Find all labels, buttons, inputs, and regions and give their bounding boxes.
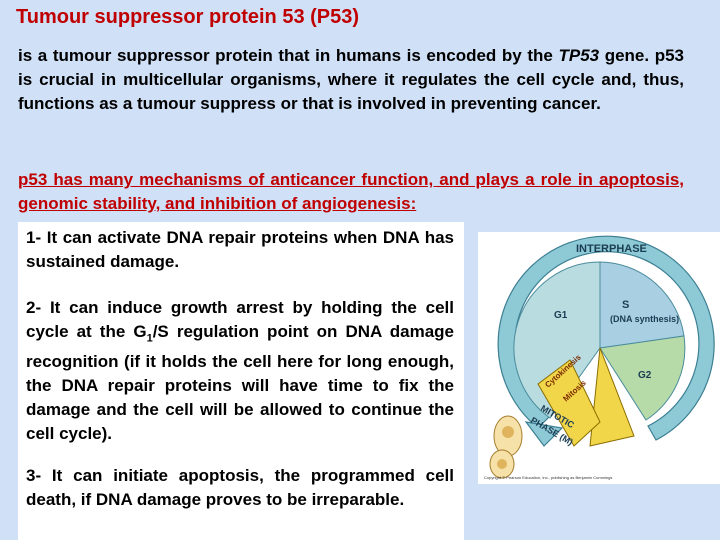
cell-cycle-figure: INTERPHASE G1 S (DNA synthesis) G2 Cytok…: [478, 232, 720, 484]
g2-label: G2: [638, 370, 652, 381]
point-2: 2- It can induce growth arrest by holdin…: [26, 296, 454, 446]
intro-text-1: is a tumour suppressor protein that in h…: [18, 46, 559, 65]
interphase-arrowhead: [524, 421, 564, 447]
s-wedge: [599, 261, 685, 349]
s-sublabel: (DNA synthesis): [610, 314, 679, 324]
intro-paragraph: is a tumour suppressor protein that in h…: [18, 44, 684, 116]
g2-wedge: [599, 335, 686, 421]
points-box: 1- It can activate DNA repair proteins w…: [18, 222, 464, 540]
mitotic-band: [537, 359, 601, 447]
point-2-text-b: /S regulation point on DNA damage recogn…: [26, 322, 454, 444]
copyright-note: Copyright © Pearson Education, Inc., pub…: [484, 475, 612, 480]
cell-cycle-diagram: INTERPHASE G1 S (DNA synthesis) G2 Cytok…: [484, 235, 715, 480]
point-2-subscript: 1: [146, 332, 153, 345]
interphase-label: INTERPHASE: [576, 243, 647, 255]
mechanisms-note: p53 has many mechanisms of anticancer fu…: [18, 170, 684, 213]
point-2-text-a: 2- It can induce growth arrest by holdin…: [26, 298, 454, 341]
interphase-arrow: [497, 235, 715, 441]
intro-text-2: gene. p53 is crucial in multicellular or…: [18, 46, 685, 113]
gene-name: TP53: [558, 46, 600, 65]
point-1: 1- It can activate DNA repair proteins w…: [26, 228, 454, 271]
mitotic-wedge: [589, 347, 635, 447]
g1-label: G1: [554, 310, 568, 321]
g1-wedge: [513, 261, 601, 419]
nucleus-top: [502, 426, 514, 438]
point-3: 3- It can initiate apoptosis, the progra…: [26, 466, 454, 509]
nucleus-bottom: [497, 459, 507, 469]
s-label: S: [622, 299, 629, 311]
slide-title: Tumour suppressor protein 53 (P53): [16, 6, 360, 28]
